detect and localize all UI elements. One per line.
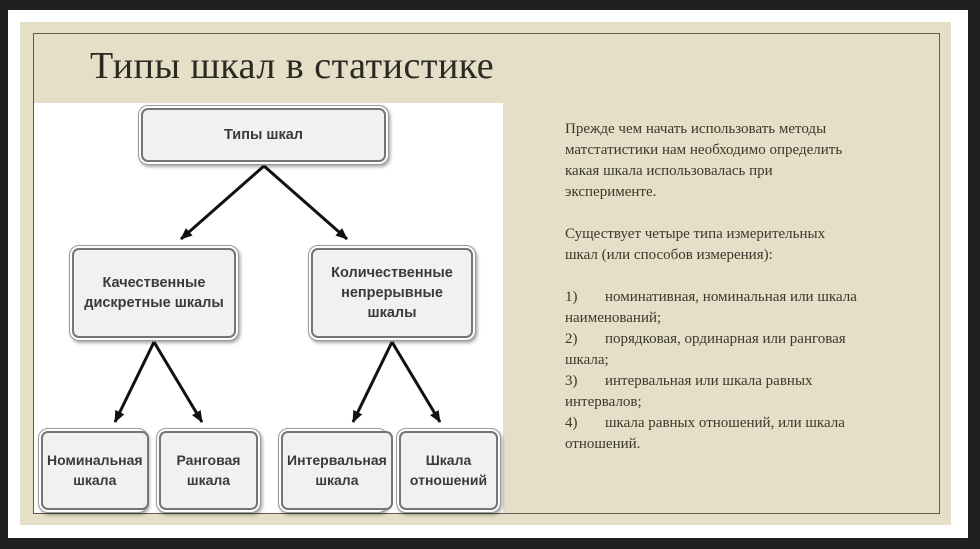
slide: Типы шкал в статистике Типы шкал Ка: [20, 22, 951, 525]
node-rank-scale: Ранговая шкала: [156, 428, 261, 513]
diagram-panel: Типы шкал Качественные дискретные шкалы …: [34, 103, 503, 513]
node-label: Качественные дискретные шкалы: [72, 248, 236, 338]
arrow-qualitative-to-rank: [152, 341, 204, 423]
node-label: Номинальная шкала: [41, 431, 149, 510]
node-quantitative-continuous: Количественные непрерывные шкалы: [308, 245, 476, 341]
list-item: 3)интервальная или шкала равных интервал…: [565, 371, 925, 413]
node-scale-types: Типы шкал: [138, 105, 389, 165]
node-label: Ранговая шкала: [159, 431, 258, 510]
node-interval-scale: Интервальная шкала: [278, 428, 393, 513]
diagram-arrows: [113, 164, 442, 423]
list-item: 2)порядковая, ординарная или ранговая шк…: [565, 329, 925, 371]
arrow-quantitative-to-ratio: [390, 341, 442, 423]
scale-types-list: 1)номинативная, номинальная или шкала на…: [565, 287, 925, 455]
slide-title: Типы шкал в статистике: [90, 45, 495, 87]
list-item-number: 4): [565, 415, 578, 431]
node-nominal-scale: Номинальная шкала: [38, 428, 149, 513]
body-text: Прежде чем начать использовать методы ма…: [565, 119, 925, 455]
node-label: Интервальная шкала: [281, 431, 393, 510]
arrow-qualitative-to-nominal: [113, 341, 156, 423]
paragraph-intro: Прежде чем начать использовать методы ма…: [565, 121, 843, 200]
list-item-text: шкала равных отношений, или шкала отноше…: [565, 415, 845, 452]
node-label: Количественные непрерывные шкалы: [311, 248, 473, 338]
arrow-quantitative-to-interval: [351, 341, 394, 423]
list-item-text: интервальная или шкала равных интервалов…: [565, 373, 813, 410]
slide-inner-border: [33, 33, 940, 514]
node-label: Шкала отношений: [399, 431, 498, 510]
list-item: 1)номинативная, номинальная или шкала на…: [565, 287, 925, 329]
slide-sheet: Типы шкал в статистике Типы шкал Ка: [8, 10, 968, 538]
node-ratio-scale: Шкала отношений: [396, 428, 501, 513]
arrow-root-to-qualitative: [180, 164, 265, 241]
list-item-number: 3): [565, 373, 578, 389]
arrow-root-to-quantitative: [263, 164, 348, 241]
list-item-number: 2): [565, 331, 578, 347]
list-item-text: порядковая, ординарная или ранговая шкал…: [565, 331, 846, 368]
list-item-text: номинативная, номинальная или шкала наим…: [565, 289, 857, 326]
list-item: 4)шкала равных отношений, или шкала отно…: [565, 413, 925, 455]
node-label: Типы шкал: [141, 108, 386, 162]
list-item-number: 1): [565, 289, 578, 305]
paragraph-four-types: Существует четыре типа измерительных шка…: [565, 226, 826, 263]
node-qualitative-discrete: Качественные дискретные шкалы: [69, 245, 239, 341]
